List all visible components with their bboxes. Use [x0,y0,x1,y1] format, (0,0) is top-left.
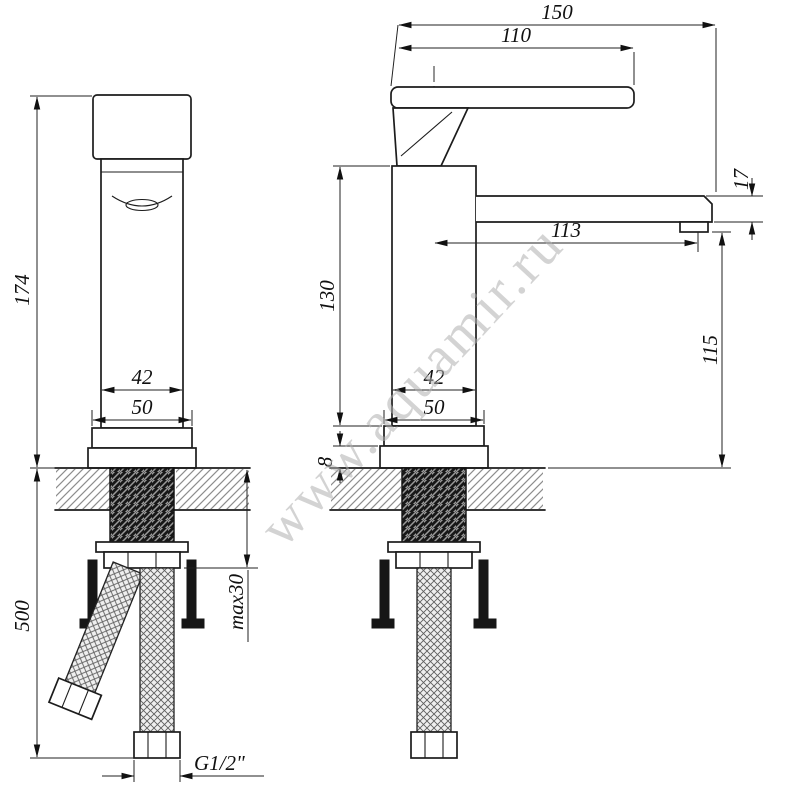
side-stud-left [379,559,390,625]
front-aerator [125,198,159,212]
front-handle [92,94,192,160]
dim-150: 150 [541,0,573,24]
front-spout-arc [111,195,173,207]
front-view: 174 500 42 50 max30 G1/2" [10,94,264,782]
front-threaded-shank [109,467,175,543]
side-stud-right-foot [473,618,497,629]
side-countertop-hatch-right [468,469,543,509]
side-hose-nut [410,731,458,759]
dim-130: 130 [315,280,339,312]
dim-thread: G1/2" [194,751,245,775]
dim-front-42: 42 [132,365,154,389]
front-base-plate [87,447,197,469]
front-under-counter [47,467,205,759]
front-stud-right-foot [181,618,205,629]
dim-side-42: 42 [424,365,446,389]
side-mounting-nut [395,551,473,569]
side-base-plate [379,445,489,469]
side-handle-base [392,107,470,167]
dim-side-50: 50 [424,395,446,419]
front-base-upper [91,427,193,449]
side-view: 150 110 17 113 115 130 [313,0,763,759]
side-aerator [679,221,709,233]
dim-115: 115 [698,335,722,365]
side-stud-left-foot [371,618,395,629]
countertop-hatch-right [176,469,249,509]
side-under-counter [371,467,497,759]
dim-max30-group: max30 [224,570,249,642]
side-faucet-body [379,86,713,469]
front-hose-vertical [139,567,175,733]
side-washer [387,541,481,553]
dim-113: 113 [551,218,581,242]
dim-front-50: 50 [132,395,154,419]
side-threaded-shank [401,467,467,543]
dim-8: 8 [313,456,337,467]
side-spout [476,195,713,223]
dim-110: 110 [501,23,531,47]
countertop-hatch-left [56,469,110,509]
side-stud-right [478,559,489,625]
front-dimensions: 174 500 42 50 max30 G1/2" [10,95,264,782]
front-body-column [100,158,184,429]
dim-500: 500 [10,600,34,632]
front-faucet-body [87,94,197,469]
front-washer [95,541,189,553]
side-handle-lever [390,86,635,109]
side-dimensions: 150 110 17 113 115 130 [313,0,763,483]
front-hose-angled [47,561,144,721]
dim-17: 17 [729,168,753,191]
front-stud-right [186,559,197,625]
side-hose [416,567,452,733]
dim-max30: max30 [224,574,248,630]
dim-174: 174 [10,274,34,306]
front-hose-nut [133,731,181,759]
